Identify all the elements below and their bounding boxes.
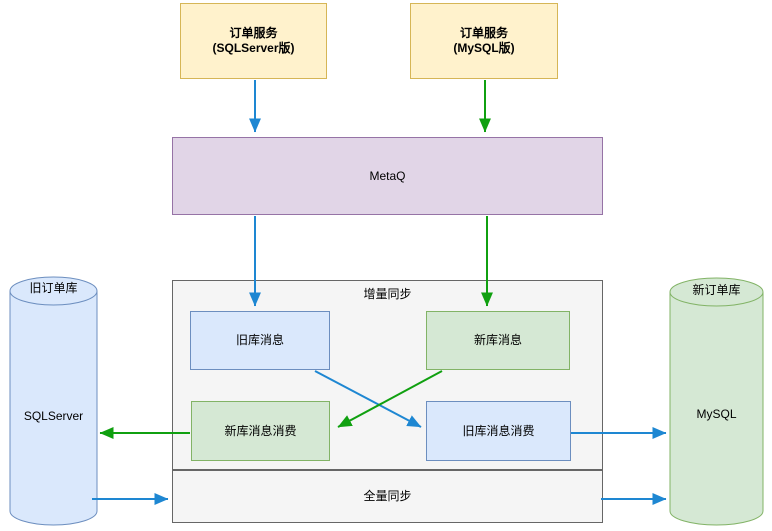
new-db-message-consumer-box: 新库消息消费 <box>191 401 330 461</box>
old-db-cylinder <box>9 276 98 526</box>
service-mysql-line2: (MySQL版) <box>453 41 515 55</box>
old-db-message-consumer-box: 旧库消息消费 <box>426 401 571 461</box>
new-db-engine: MySQL <box>696 407 737 421</box>
new-db-cylinder <box>669 277 764 526</box>
old-db-message-box: 旧库消息 <box>190 311 330 370</box>
service-sqlserver-line2: (SQLServer版) <box>212 41 295 55</box>
old-db-name: 旧订单库 <box>29 281 78 295</box>
old-db-engine: SQLServer <box>23 409 84 423</box>
metaq-label: MetaQ <box>369 168 406 183</box>
metaq-box: MetaQ <box>172 137 603 215</box>
service-mysql-line1: 订单服务 <box>459 26 508 40</box>
service-box-mysql: 订单服务 (MySQL版) <box>410 3 558 79</box>
service-sqlserver-line1: 订单服务 <box>229 26 278 40</box>
new-db-message-consumer-label: 新库消息消费 <box>224 423 297 438</box>
full-sync-box: 全量同步 <box>172 470 603 523</box>
new-db-message-label: 新库消息 <box>473 333 522 347</box>
full-sync-title: 全量同步 <box>363 489 412 503</box>
new-db-name: 新订单库 <box>692 283 741 297</box>
service-box-sqlserver: 订单服务 (SQLServer版) <box>180 3 327 79</box>
old-db-message-consumer-label: 旧库消息消费 <box>462 423 535 438</box>
new-db-message-box: 新库消息 <box>426 311 570 370</box>
incremental-sync-title: 增量同步 <box>363 287 412 301</box>
old-db-message-label: 旧库消息 <box>235 333 284 347</box>
